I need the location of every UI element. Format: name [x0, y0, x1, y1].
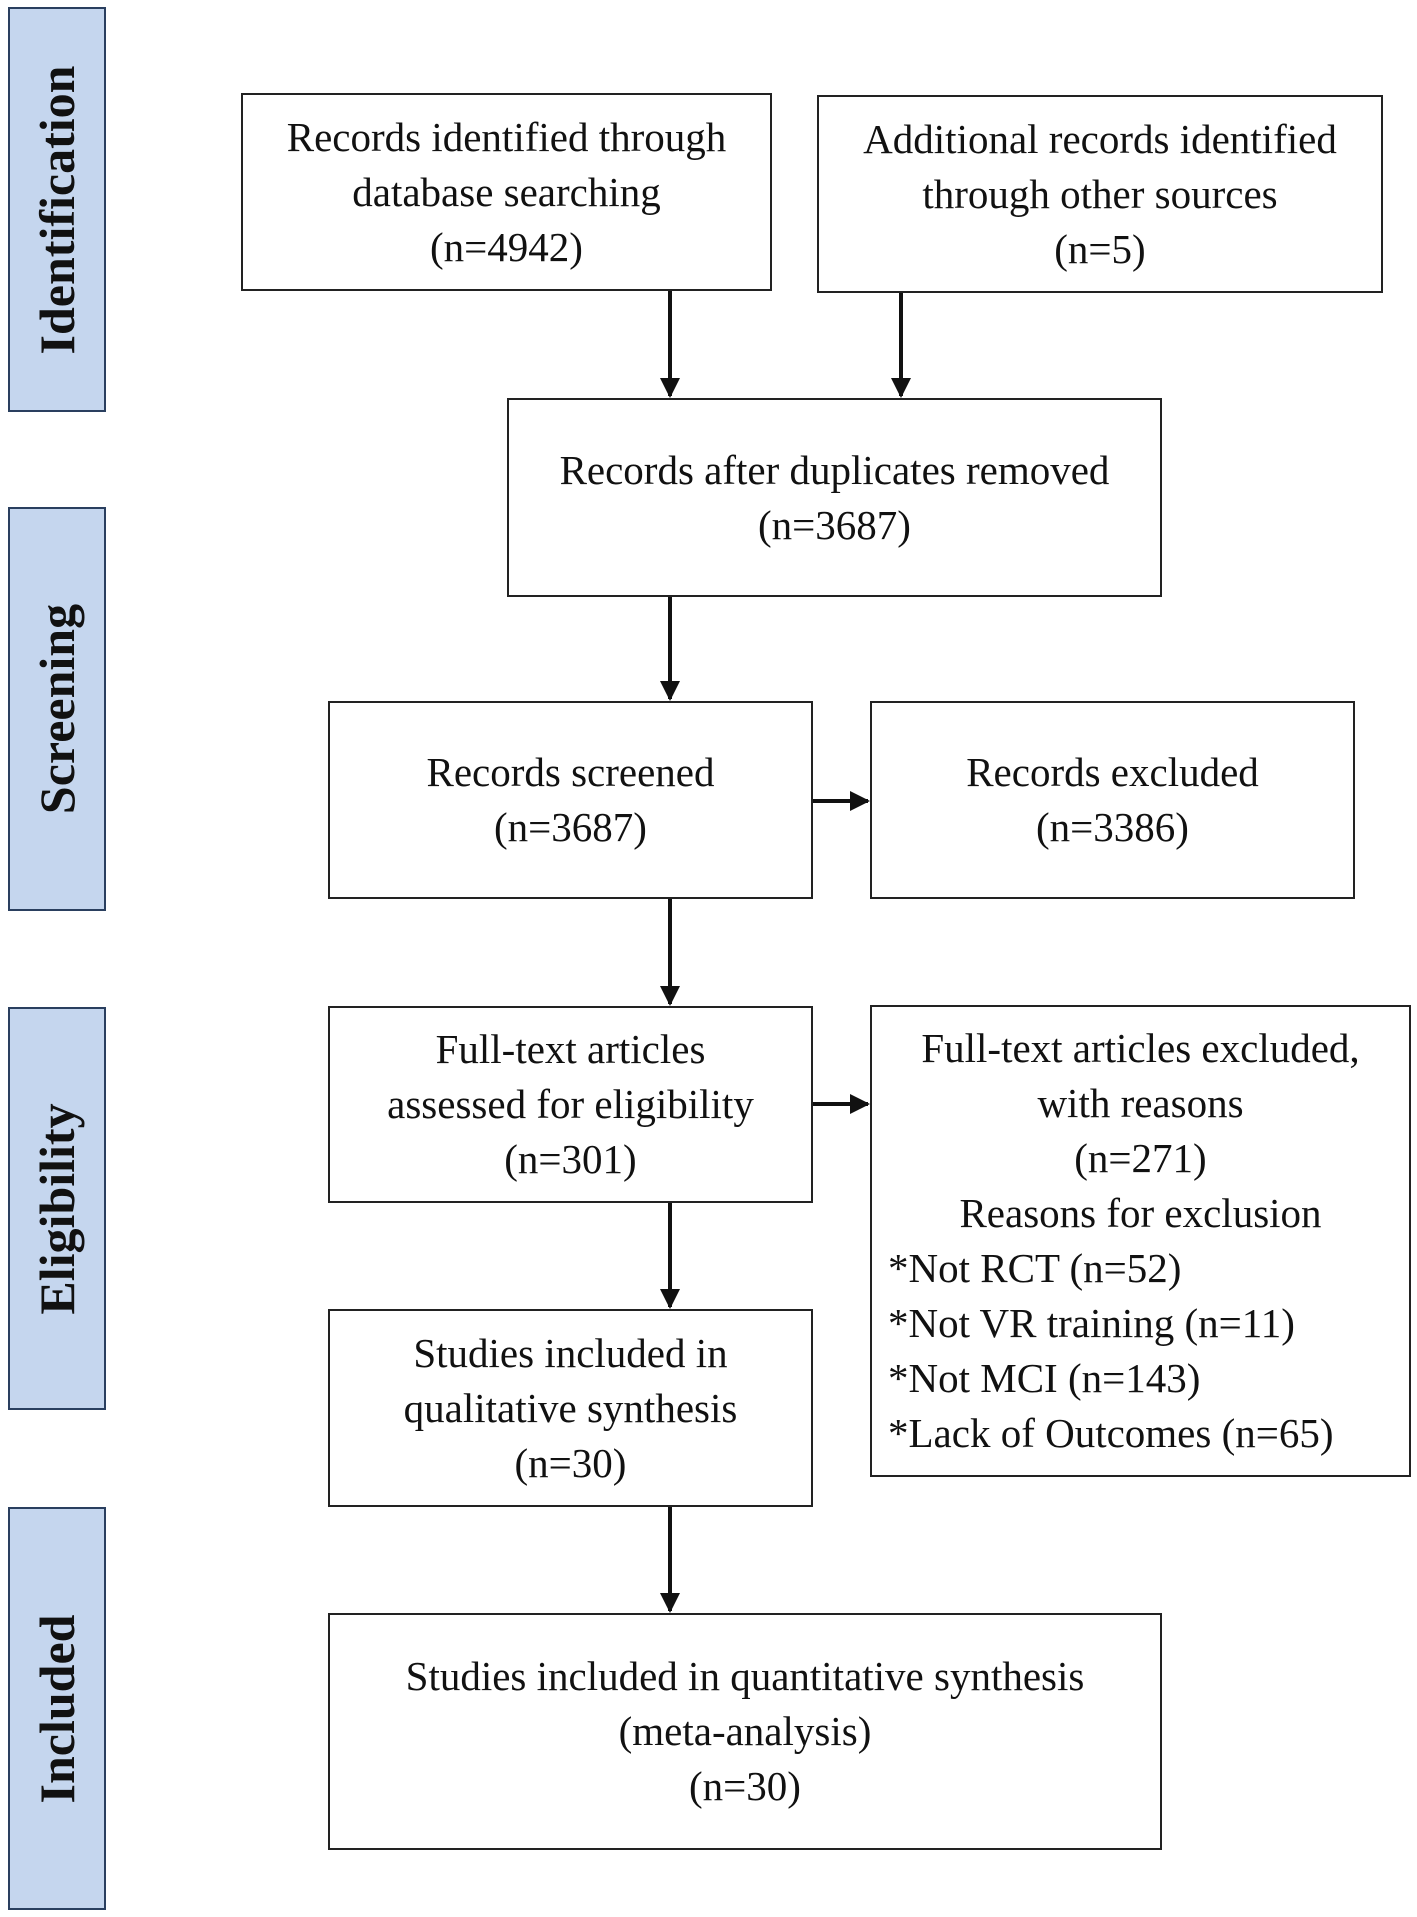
box-line: Studies included in — [413, 1329, 728, 1376]
box-line: (n=3386) — [1036, 804, 1189, 850]
box-line: (n=30) — [689, 1763, 801, 1809]
exclusion-reason: *Not RCT (n=52) — [888, 1245, 1182, 1291]
box-line: (n=3687) — [494, 804, 647, 850]
exclusion-reason: *Lack of Outcomes (n=65) — [888, 1410, 1334, 1456]
box-line: database searching — [352, 168, 661, 215]
box-line: Records after duplicates removed — [559, 446, 1110, 493]
box-fulltext-assessed: Full-text articles assessed for eligibil… — [328, 1006, 813, 1203]
box-fulltext-excluded: Full-text articles excluded, with reason… — [870, 1005, 1411, 1477]
stage-screening: Screening — [8, 507, 106, 911]
box-line: Records identified through — [286, 113, 727, 160]
box-line: through other sources — [922, 170, 1278, 217]
box-line: Studies included in quantitative synthes… — [405, 1653, 1085, 1699]
box-line: qualitative synthesis — [403, 1384, 738, 1431]
box-line: (n=271) — [1074, 1135, 1207, 1181]
box-line: Records screened — [426, 749, 715, 795]
box-line: with reasons — [1037, 1080, 1244, 1126]
box-database-records: Records identified through database sear… — [241, 93, 772, 291]
stage-included: Included — [8, 1507, 106, 1910]
box-line: Full-text articles — [435, 1026, 706, 1072]
box-line: Records excluded — [966, 749, 1259, 795]
box-line: assessed for eligibility — [387, 1081, 754, 1127]
box-line: (n=5) — [1054, 225, 1146, 272]
box-line: (meta-analysis) — [618, 1708, 872, 1754]
box-line: (n=4942) — [430, 223, 583, 270]
box-line: (n=301) — [504, 1136, 637, 1182]
box-line: (n=30) — [514, 1439, 627, 1486]
stage-identification: Identification — [8, 7, 106, 412]
box-other-sources: Additional records identified through ot… — [817, 95, 1383, 293]
box-line: (n=3687) — [758, 501, 911, 548]
box-line: Full-text articles excluded, — [921, 1025, 1360, 1071]
stage-eligibility: Eligibility — [8, 1007, 106, 1410]
box-line: Additional records identified — [863, 115, 1337, 162]
box-line: Reasons for exclusion — [959, 1190, 1322, 1236]
exclusion-reason: *Not MCI (n=143) — [888, 1355, 1201, 1401]
box-records-excluded: Records excluded (n=3386) — [870, 701, 1355, 899]
box-quantitative-synthesis: Studies included in quantitative synthes… — [328, 1613, 1162, 1850]
box-records-screened: Records screened (n=3687) — [328, 701, 813, 899]
exclusion-reason: *Not VR training (n=11) — [888, 1300, 1295, 1346]
box-duplicates-removed: Records after duplicates removed (n=3687… — [507, 398, 1162, 597]
box-qualitative-synthesis: Studies included in qualitative synthesi… — [328, 1309, 813, 1507]
